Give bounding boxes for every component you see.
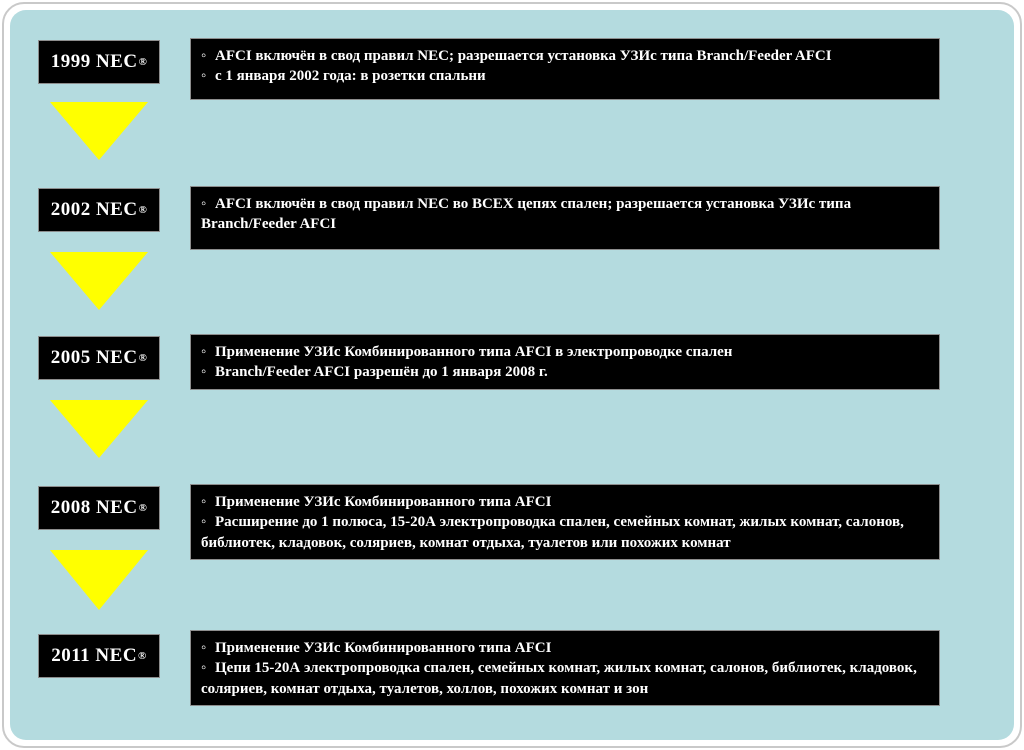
bullet-item: ◦ с 1 января 2002 года: в розетки спальни	[201, 66, 929, 86]
stage-content-1999: ◦ AFCI включён в свод правил NEC; разреша…	[190, 38, 940, 100]
registered-mark: ®	[138, 55, 148, 68]
stage-label-2005: 2005 NEC®	[38, 336, 160, 380]
bullet-item: ◦ Применение УЗИс Комбинированного типа A…	[201, 492, 929, 512]
bullet-text: Расширение до 1 полюса, 15-20А электропр…	[201, 514, 904, 551]
bullet-text: Применение УЗИс Комбинированного типа AF…	[215, 494, 552, 510]
stage-label-text: 2005 NEC	[50, 347, 138, 368]
arrow-down-icon	[50, 400, 148, 458]
bullet-item: ◦ Применение УЗИс Комбинированного типа A…	[201, 638, 929, 658]
registered-mark: ®	[138, 501, 148, 514]
bullet-icon: ◦	[201, 68, 207, 85]
bullet-item: ◦ Branch/Feeder AFCI разрешён до 1 января…	[201, 362, 929, 382]
stage-content-2005: ◦ Применение УЗИс Комбинированного типа A…	[190, 334, 940, 390]
arrow-down-icon	[50, 550, 148, 610]
bullet-icon: ◦	[201, 514, 207, 531]
bullet-text: Branch/Feeder AFCI разрешён до 1 января …	[215, 364, 548, 381]
bullet-item: ◦ AFCI включён в свод правил NEC; разреша…	[201, 46, 929, 66]
bullet-icon: ◦	[201, 640, 207, 656]
stage-label-2008: 2008 NEC®	[38, 486, 160, 530]
bullet-icon: ◦	[201, 364, 207, 381]
bullet-item: ◦Цепи 15-20А электропроводка спален, сем…	[201, 658, 929, 699]
bullet-text: Применение УЗИс Комбинированного типа AF…	[215, 640, 552, 656]
bullet-text: AFCI включён в свод правил NEC во ВСЕХ ц…	[201, 196, 852, 233]
arrow-down-icon	[50, 252, 148, 310]
bullet-text: Применение УЗИс Комбинированного типа AF…	[215, 344, 733, 360]
bullet-icon: ◦	[201, 344, 207, 360]
bullet-text: AFCI включён в свод правил NEC; разрешае…	[215, 48, 832, 64]
registered-mark: ®	[138, 351, 148, 364]
stage-label-2002: 2002 NEC®	[38, 188, 160, 232]
bullet-text: Цепи 15-20А электропроводка спален, семе…	[201, 660, 917, 697]
stage-content-2008: ◦ Применение УЗИс Комбинированного типа A…	[190, 484, 940, 560]
bullet-icon: ◦	[201, 48, 207, 64]
bullet-item: ◦Расширение до 1 полюса, 15-20А электроп…	[201, 512, 929, 553]
stage-label-text: 2002 NEC	[50, 199, 138, 220]
stage-label-text: 2008 NEC	[50, 497, 138, 518]
bullet-text: с 1 января 2002 года: в розетки спальни	[215, 68, 486, 85]
stage-label-text: 1999 NEC	[50, 51, 138, 72]
bullet-icon: ◦	[201, 660, 207, 677]
arrow-down-icon	[50, 102, 148, 160]
stage-label-1999: 1999 NEC®	[38, 40, 160, 84]
bullet-item: ◦ Применение УЗИс Комбинированного типа A…	[201, 342, 929, 362]
stage-label-text: 2011 NEC	[51, 645, 138, 666]
registered-mark: ®	[138, 649, 147, 662]
bullet-icon: ◦	[201, 196, 207, 212]
bullet-item: ◦AFCI включён в свод правил NEC во ВСЕХ …	[201, 194, 929, 235]
stage-content-2011: ◦ Применение УЗИс Комбинированного типа A…	[190, 630, 940, 706]
bullet-icon: ◦	[201, 494, 207, 510]
registered-mark: ®	[138, 203, 148, 216]
stage-label-2011: 2011 NEC®	[38, 634, 160, 678]
stage-content-2002: ◦AFCI включён в свод правил NEC во ВСЕХ …	[190, 186, 940, 250]
